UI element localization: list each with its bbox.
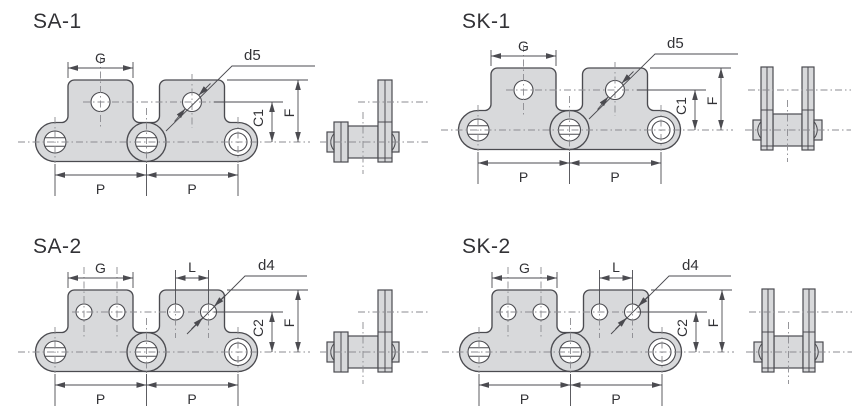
sa1-end-view	[319, 79, 429, 175]
dim-label-hole-center-height: C1	[673, 97, 689, 115]
diagram-sa1: SA-1 G d5 C1 F P P	[18, 10, 429, 197]
dim-label-hole-diameter: d4	[258, 257, 275, 274]
dim-label-hole-diameter: d5	[244, 47, 261, 64]
sk2-side-view	[442, 267, 734, 373]
dim-label-pitch: P	[187, 391, 196, 407]
dim-label-pitch: P	[96, 391, 105, 407]
sk1-side-view	[441, 45, 733, 151]
sk2-end-view	[745, 288, 853, 385]
dim-label-pitch: P	[611, 391, 620, 407]
dim-label-pitch: P	[610, 169, 619, 185]
dim-label-attachment-height: F	[281, 109, 297, 118]
dim-label-pitch: P	[520, 391, 529, 407]
dim-label-attachment-height: F	[281, 319, 297, 328]
dim-label-attachment-height: F	[705, 319, 721, 328]
dim-label-pitch: P	[96, 181, 105, 197]
dim-label-hole-center-height: C2	[250, 319, 266, 337]
dim-label-tab-width: G	[518, 38, 529, 54]
dim-label-hole-spacing: L	[188, 259, 196, 275]
diagram-sk1: SK-1 G d5 C1 F P P	[441, 10, 852, 185]
diagram-title: SA-2	[33, 235, 82, 258]
dim-label-pitch: P	[519, 169, 528, 185]
dim-label-tab-width: G	[95, 260, 106, 276]
sa2-end-view	[319, 289, 429, 385]
dim-label-tab-width: G	[95, 50, 106, 66]
dim-label-hole-diameter: d5	[667, 35, 684, 52]
dim-label-hole-spacing: L	[612, 259, 620, 275]
diagram-sa2: SA-2 G L d4 C2 F P P	[18, 235, 429, 407]
dim-label-pitch: P	[187, 181, 196, 197]
dim-label-hole-center-height: C2	[674, 319, 690, 337]
diagram-title: SA-1	[33, 10, 82, 33]
dim-label-hole-diameter: d4	[682, 257, 699, 274]
diagram-title: SK-1	[462, 10, 511, 33]
diagram-title: SK-2	[462, 235, 511, 258]
sa2-side-view	[18, 267, 310, 373]
dim-label-hole-center-height: C1	[250, 109, 266, 127]
dim-label-attachment-height: F	[704, 97, 720, 106]
diagram-sk2: SK-2 G L d4 C2 F P P	[442, 235, 853, 407]
dim-label-tab-width: G	[519, 260, 530, 276]
sa1-side-view	[18, 57, 310, 163]
sk1-end-view	[744, 66, 852, 163]
